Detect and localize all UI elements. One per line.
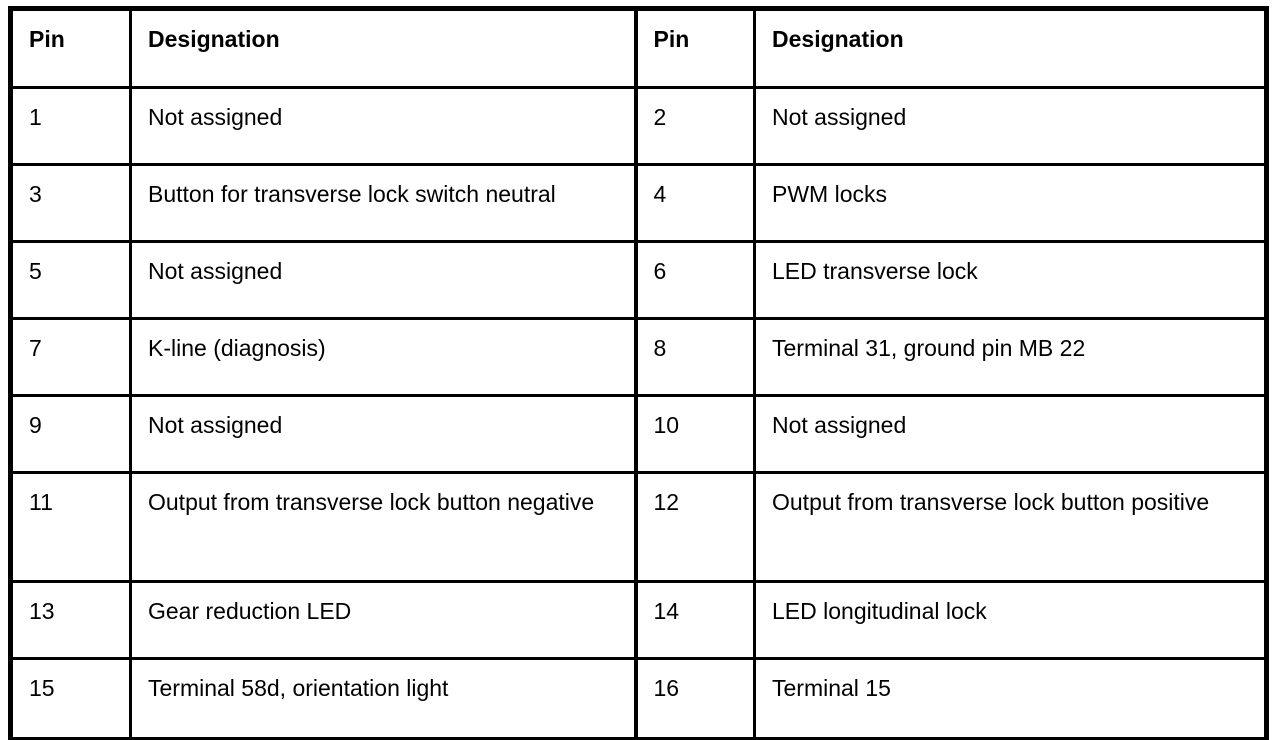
pin-header-right: Pin <box>633 7 756 89</box>
designation-cell: LED longitudinal lock <box>753 580 1268 660</box>
pin-cell: 8 <box>633 317 756 397</box>
table-row: 3 Button for transverse lock switch neut… <box>9 163 1268 243</box>
table-row: 7 K-line (diagnosis) 8 Terminal 31, grou… <box>9 317 1268 397</box>
pin-cell: 13 <box>9 580 132 660</box>
pin-cell: 15 <box>9 657 132 740</box>
table-row: 1 Not assigned 2 Not assigned <box>9 86 1268 166</box>
designation-cell: Not assigned <box>753 394 1268 474</box>
designation-cell: Not assigned <box>129 394 637 474</box>
designation-cell: Terminal 15 <box>753 657 1268 740</box>
pin-cell: 3 <box>9 163 132 243</box>
table-row: 15 Terminal 58d, orientation light 16 Te… <box>9 657 1268 740</box>
pin-cell: 10 <box>633 394 756 474</box>
pin-cell: 9 <box>9 394 132 474</box>
pin-cell: 1 <box>9 86 132 166</box>
designation-cell: LED transverse lock <box>753 240 1268 320</box>
table-row: 5 Not assigned 6 LED transverse lock <box>9 240 1268 320</box>
table-row: 13 Gear reduction LED 14 LED longitudina… <box>9 580 1268 660</box>
designation-cell: Terminal 31, ground pin MB 22 <box>753 317 1268 397</box>
table-row: 9 Not assigned 10 Not assigned <box>9 394 1268 474</box>
pin-cell: 7 <box>9 317 132 397</box>
designation-header-left: Designation <box>129 7 637 89</box>
header-row: Pin Designation Pin Designation <box>9 7 1268 89</box>
designation-header-right: Designation <box>753 7 1268 89</box>
pin-cell: 5 <box>9 240 132 320</box>
designation-cell: Output from transverse lock button posit… <box>753 471 1268 583</box>
designation-cell: Not assigned <box>753 86 1268 166</box>
designation-cell: Output from transverse lock button negat… <box>129 471 637 583</box>
pin-assignment-table: Pin Designation Pin Designation 1 Not as… <box>8 6 1269 740</box>
designation-cell: Terminal 58d, orientation light <box>129 657 637 740</box>
designation-cell: Not assigned <box>129 86 637 166</box>
pin-cell: 4 <box>633 163 756 243</box>
pin-cell: 6 <box>633 240 756 320</box>
designation-cell: PWM locks <box>753 163 1268 243</box>
pin-cell: 2 <box>633 86 756 166</box>
designation-cell: Not assigned <box>129 240 637 320</box>
pin-cell: 14 <box>633 580 756 660</box>
table-row: 11 Output from transverse lock button ne… <box>9 471 1268 583</box>
designation-cell: Gear reduction LED <box>129 580 637 660</box>
designation-cell: K-line (diagnosis) <box>129 317 637 397</box>
designation-cell: Button for transverse lock switch neutra… <box>129 163 637 243</box>
pin-cell: 12 <box>633 471 756 583</box>
pin-header-left: Pin <box>9 7 132 89</box>
pin-cell: 11 <box>9 471 132 583</box>
pin-cell: 16 <box>633 657 756 740</box>
